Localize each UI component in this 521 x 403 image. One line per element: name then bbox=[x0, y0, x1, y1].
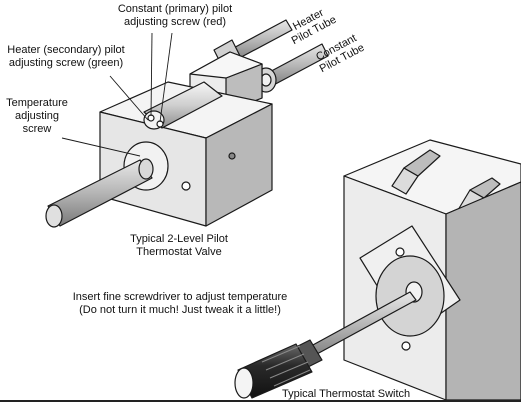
switch-caption: Typical Thermostat Switch bbox=[282, 388, 411, 400]
label-line: adjusting screw (green) bbox=[8, 57, 124, 69]
label-temperature-screw: Temperature adjusting screw bbox=[0, 97, 74, 136]
label-line: Temperature bbox=[6, 97, 68, 109]
thermostat-valve bbox=[45, 19, 329, 228]
leader-constant-pilot bbox=[159, 32, 173, 123]
caption-line: Typical 2-Level Pilot bbox=[130, 233, 228, 245]
label-line: adjusting screw (red) bbox=[123, 16, 227, 28]
thermostat-switch bbox=[234, 139, 521, 401]
leader-heater-pilot bbox=[150, 32, 153, 117]
leader-heater-screw bbox=[109, 75, 149, 121]
leader-temperature bbox=[61, 137, 141, 157]
instruction-text: Insert fine screwdriver to adjust temper… bbox=[40, 291, 320, 317]
label-heater-pilot-screw: Heater (secondary) pilot adjusting screw… bbox=[0, 44, 138, 70]
instruction-line: Insert fine screwdriver to adjust temper… bbox=[72, 291, 288, 303]
leader-lines bbox=[61, 32, 173, 157]
label-line: Heater (secondary) pilot bbox=[7, 44, 125, 56]
label-constant-pilot-screw: Constant (primary) pilot adjusting screw… bbox=[100, 3, 250, 29]
label-line: adjusting bbox=[14, 110, 60, 122]
label-line: screw bbox=[22, 123, 52, 135]
bottom-rule bbox=[0, 400, 521, 402]
temperature-shaft bbox=[45, 141, 169, 228]
pilot-cylinder bbox=[143, 81, 223, 130]
valve-caption: Typical 2-Level Pilot Thermostat Valve bbox=[104, 233, 254, 259]
screwdriver bbox=[234, 291, 417, 399]
caption-line: Thermostat Valve bbox=[136, 246, 222, 258]
label-line: Constant (primary) pilot bbox=[117, 3, 233, 15]
instruction-line: (Do not turn it much! Just tweak it a li… bbox=[79, 304, 281, 316]
